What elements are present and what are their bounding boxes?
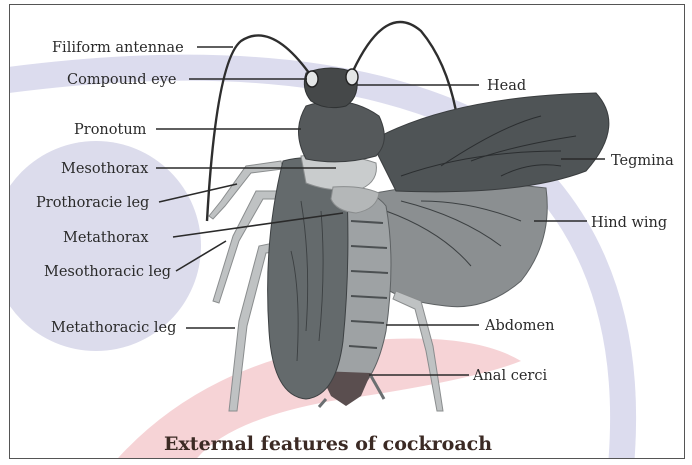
pronotum-shape: [299, 101, 385, 162]
label-tegmina: Tegmina: [611, 153, 674, 169]
label-metathorax: Metathorax: [63, 230, 149, 246]
compound-eye-left: [306, 71, 318, 87]
diagram-frame: Filiform antennae Compound eye Pronotum …: [9, 4, 685, 459]
compound-eye-right: [346, 69, 358, 85]
label-mesothoracic-leg: Mesothoracic leg: [44, 264, 171, 280]
label-anal-cerci: Anal cerci: [472, 368, 547, 384]
cockroach-diagram: Filiform antennae Compound eye Pronotum …: [10, 5, 685, 459]
label-compound-eye: Compound eye: [67, 72, 177, 88]
label-prothoracic-leg: Prothoracie leg: [36, 195, 149, 211]
label-mesothorax: Mesothorax: [61, 161, 148, 177]
label-abdomen: Abdomen: [484, 318, 554, 334]
label-head: Head: [487, 78, 526, 94]
label-pronotum: Pronotum: [74, 122, 147, 138]
label-filiform-antennae: Filiform antennae: [52, 40, 184, 56]
label-hind-wing: Hind wing: [591, 215, 667, 231]
figure-caption: External features of cockroach: [164, 433, 492, 455]
label-metathoracic-leg: Metathoracic leg: [51, 320, 176, 336]
